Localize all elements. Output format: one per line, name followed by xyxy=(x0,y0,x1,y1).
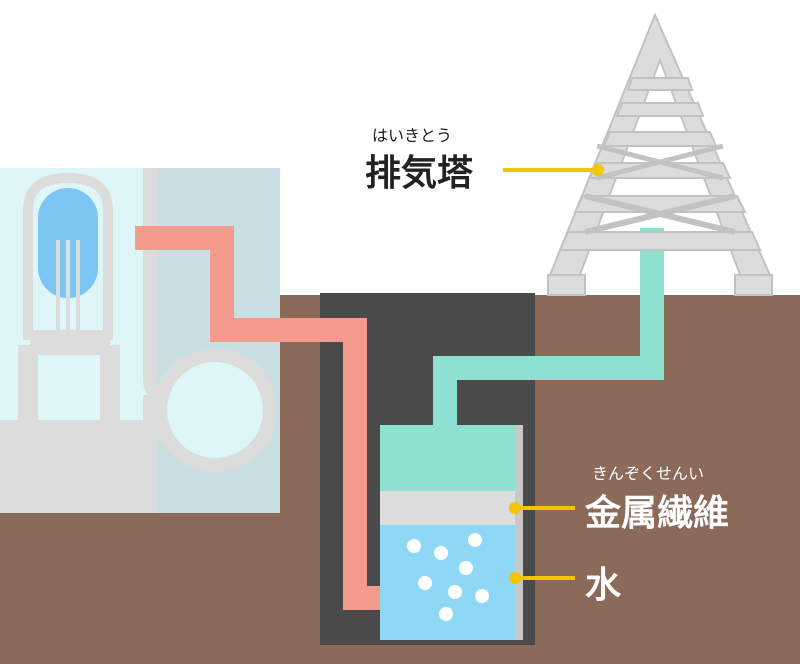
metal-fiber-ruby: きんぞくせんい xyxy=(592,464,705,483)
metal-fiber-layer xyxy=(380,491,515,525)
filter-vessel-side xyxy=(515,425,523,640)
leader-lines xyxy=(503,164,604,584)
water-label: 水 xyxy=(585,565,622,606)
metal-fiber-label: 金属繊維 xyxy=(585,493,730,534)
suppression-chamber xyxy=(153,348,277,472)
exhaust-tower-ruby: はいきとう xyxy=(372,126,453,145)
filter-water xyxy=(380,525,515,640)
water-bubbles xyxy=(407,533,489,621)
filter-gas-space xyxy=(380,425,515,491)
ground-pit-floor xyxy=(320,645,540,664)
exhaust-tower xyxy=(546,12,774,296)
vent-pipe-hot xyxy=(135,226,380,610)
fuel-rods xyxy=(56,240,80,345)
vent-pipe-clean xyxy=(433,228,664,430)
exhaust-tower-label: 排気塔 xyxy=(365,153,474,194)
